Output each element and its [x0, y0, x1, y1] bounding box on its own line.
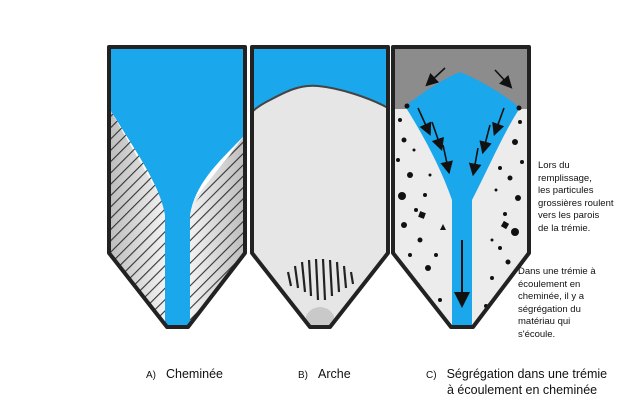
outlet-void	[306, 307, 334, 327]
caption-c-title-line1: Ségrégation dans une trémie	[446, 367, 608, 381]
note-segregation-line: écoulement en	[518, 278, 581, 290]
caption-b: B) Arche	[298, 367, 351, 383]
empty-space-above-arch	[252, 47, 388, 112]
hopper-a-cheminee	[107, 45, 247, 329]
hopper-c-segregation	[391, 45, 531, 329]
note-filling-line: Lors du	[538, 160, 570, 171]
coarse-particles	[396, 118, 524, 308]
caption-a-letter: A)	[146, 370, 156, 381]
caption-a-title: Cheminée	[166, 367, 223, 381]
arch-surface	[252, 84, 388, 113]
hopper-outline	[391, 45, 531, 329]
note-filling-line: vers les parois	[538, 210, 600, 221]
caption-c-letter: C)	[426, 370, 437, 381]
note-filling-line: remplissage,	[538, 172, 592, 184]
note-segregation: Dans une trémie à écoulement en cheminée…	[518, 266, 628, 341]
note-segregation-line: matériau qui	[518, 316, 571, 327]
note-filling: Lors du remplissage, les particules gros…	[538, 160, 628, 235]
hopper-outline	[250, 45, 390, 329]
flow-channel	[109, 47, 245, 327]
note-filling-line: grossières roulent	[538, 197, 614, 209]
note-filling-line: de la trémie.	[538, 222, 591, 234]
caption-b-title: Arche	[318, 367, 351, 381]
note-segregation-line: s'écoule.	[518, 328, 556, 340]
note-segregation-line: cheminée, il y a	[518, 291, 585, 302]
flow-arrows	[417, 67, 513, 308]
note-segregation-line: Dans une trémie à	[518, 266, 596, 277]
note-segregation-line: ségrégation du	[518, 303, 581, 315]
hopper-outline	[107, 45, 247, 329]
arch-hatch	[286, 258, 355, 301]
caption-b-letter: B)	[298, 370, 308, 381]
note-filling-line: les particules	[538, 185, 594, 196]
caption-c-title-line2: à écoulement en cheminée	[447, 383, 598, 397]
caption-a: A) Cheminée	[146, 367, 223, 383]
hopper-b-arche	[250, 45, 390, 329]
flow-channel	[405, 72, 520, 327]
caption-c: C) Ségrégation dans une trémie à écouleme…	[426, 367, 607, 398]
